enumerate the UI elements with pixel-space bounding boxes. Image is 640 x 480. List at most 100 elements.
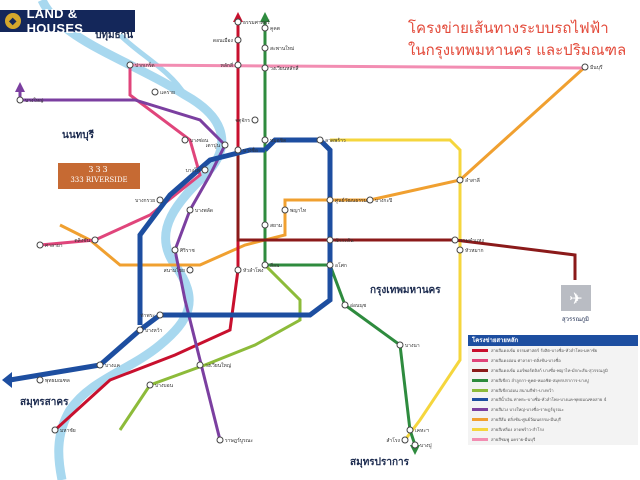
station-marker-silom[interactable] (261, 261, 269, 269)
legend-item: สายสีส้ม ตลิ่งชัน-ศูนย์วัฒนธรรม-มีนบุรี (468, 415, 638, 425)
station-label-bang-yai: บางใหญ่ (25, 97, 43, 104)
legend-swatch (472, 417, 488, 421)
station-label-bang-phlat: บางพลัด (195, 208, 213, 214)
legend-item: สายสีเหลือง ลาดพร้าว-สำโรง (468, 424, 638, 434)
station-marker-hua-lamphong[interactable] (234, 266, 242, 274)
station-marker-bang-kapi[interactable] (366, 196, 374, 204)
station-label-samrong: สำโรง (386, 437, 400, 444)
station-marker-bang-bon[interactable] (146, 381, 154, 389)
station-marker-lam-sali[interactable] (456, 176, 464, 184)
station-marker-phaya-thai[interactable] (281, 206, 289, 214)
station-marker-rat-burana[interactable] (216, 436, 224, 444)
legend-list: สายสีแดงเข้ม ธรรมศาสตร์ รังสิต-บางซื่อ-ห… (468, 346, 638, 444)
station-marker-don-mueang[interactable] (234, 36, 242, 44)
station-marker-makkasan[interactable] (326, 236, 334, 244)
chao-phraya-river (37, 0, 227, 480)
station-label-hua-mak: หัวหมาก (465, 248, 484, 254)
station-marker-asok[interactable] (326, 261, 334, 269)
station-marker-bang-son[interactable] (181, 136, 189, 144)
station-label-bang-pho: บางโพ (186, 167, 200, 174)
station-label-phutthamonthon: พุทธมณฑล (45, 378, 70, 384)
station-label-sanam-chai: สนามไชย (164, 267, 185, 274)
station-label-sirirat: ศิริราช (180, 247, 195, 254)
station-label-tao-poon: เตาปูน (206, 143, 221, 149)
station-marker-khu-khot[interactable] (261, 24, 269, 32)
blue-line-arrow (2, 372, 12, 388)
station-marker-tha-phra[interactable] (156, 311, 164, 319)
legend-swatch (472, 359, 488, 363)
map-title-line1: โครงข่ายเส้นทางระบบรถไฟฟ้า (408, 19, 609, 37)
airport-rail-link (236, 150, 577, 280)
brand-name: LAND & HOUSES (26, 6, 84, 36)
station-marker-phutthamonthon[interactable] (36, 376, 44, 384)
project-mark: 333 (88, 165, 110, 174)
station-marker-thammasat[interactable] (234, 18, 242, 26)
station-label-wongwian-yai: วงเวียนใหญ่ (205, 362, 231, 369)
station-marker-mo-chit[interactable] (261, 136, 269, 144)
station-marker-lak-si[interactable] (234, 61, 242, 69)
region-pathum-thani: ปทุมธานี (95, 30, 134, 41)
lh-logo-icon: ◆ (5, 13, 21, 29)
legend-panel: โครงข่ายสายหลัก สายสีแดงเข้ม ธรรมศาสตร์ … (468, 335, 638, 445)
station-marker-siam[interactable] (261, 221, 269, 229)
station-label-pak-kret: ปากเกร็ด (135, 61, 155, 69)
purple-line-arrow (15, 82, 25, 92)
station-layer (16, 18, 589, 449)
station-marker-saphan-mai[interactable] (261, 44, 269, 52)
station-marker-chatuchak[interactable] (251, 116, 259, 124)
station-marker-taling-chan[interactable] (91, 236, 99, 244)
station-marker-wongwian-yai[interactable] (196, 361, 204, 369)
station-marker-bang-khae[interactable] (96, 361, 104, 369)
station-marker-bang-phlat[interactable] (186, 206, 194, 214)
legend-item: สายสีเขียวอ่อน สนามกีฬา-บางหว้า (468, 385, 638, 395)
station-marker-khae-rai[interactable] (151, 88, 159, 96)
legend-item: สายสีชมพู แคราย-มีนบุรี (468, 434, 638, 444)
station-marker-bang-pho[interactable] (201, 166, 209, 174)
station-marker-hua-mak[interactable] (456, 246, 464, 254)
station-marker-salaya[interactable] (36, 241, 44, 249)
station-marker-tao-poon[interactable] (221, 141, 229, 149)
legend-swatch (472, 388, 488, 392)
station-marker-lat-phrao[interactable] (316, 136, 324, 144)
station-label-mahachai: มหาชัย (60, 428, 76, 434)
station-marker-bang-kruai[interactable] (156, 196, 164, 204)
station-marker-sirirat[interactable] (171, 246, 179, 254)
station-marker-samrong[interactable] (401, 436, 409, 444)
station-marker-ramkhamhaeng[interactable] (451, 236, 459, 244)
legend-item: สายสีน้ำเงิน ท่าพระ-บางซื่อ-หัวลำโพง-บาง… (468, 395, 638, 405)
station-marker-sanam-chai[interactable] (186, 266, 194, 274)
green-line-arrow-south (410, 445, 420, 455)
legend-item: สายสีแดงอ่อน ศาลายา-ตลิ่งชัน-บางซื่อ (468, 356, 638, 366)
station-marker-bang-sue[interactable] (234, 146, 242, 154)
station-marker-bang-yai[interactable] (16, 96, 24, 104)
green-line-arrow (260, 12, 270, 22)
region-samut-sakhon: สมุทรสาคร (20, 397, 69, 408)
station-marker-bang-pu[interactable] (411, 441, 419, 449)
station-marker-bang-wa[interactable] (136, 326, 144, 334)
station-marker-thai-cultural[interactable] (326, 196, 334, 204)
legend-label: สายสีเหลือง ลาดพร้าว-สำโรง (491, 426, 544, 432)
station-label-bang-kruai: บางกรวย (135, 198, 155, 204)
map-title-line2: ในกรุงเทพมหานคร และปริมณฑล (408, 41, 627, 59)
station-marker-bang-na[interactable] (396, 341, 404, 349)
project-marker-333-riverside[interactable]: 333 333 RIVERSIDE (58, 163, 140, 189)
station-label-on-nut: อ่อนนุช (350, 303, 367, 309)
station-label-phaya-thai: พญาไท (290, 207, 306, 214)
station-marker-mahachai[interactable] (51, 426, 59, 434)
station-label-taling-chan: ตลิ่งชัน (74, 237, 90, 244)
yellow-line (330, 138, 462, 441)
airplane-icon: ✈ (561, 285, 591, 311)
station-label-salaya: ศาลายา (45, 243, 63, 249)
station-label-bang-wa: บางหว้า (145, 327, 163, 334)
legend-item: สายสีแดงเข้ม แอร์พอร์ตลิงก์ บางซื่อ-พญาไ… (468, 366, 638, 376)
station-label-makkasan: มักกะสัน (335, 238, 354, 244)
station-label-ramkhamhaeng: รามคำแหง (460, 238, 484, 244)
station-marker-on-nut[interactable] (341, 301, 349, 309)
station-label-don-mueang: ดอนเมือง (213, 37, 234, 44)
station-marker-min-buri[interactable] (581, 63, 589, 71)
station-marker-wat-phra-sri[interactable] (261, 64, 269, 72)
station-marker-pak-kret[interactable] (126, 61, 134, 69)
station-marker-kheha[interactable] (406, 426, 414, 434)
legend-item: สายสีม่วง บางใหญ่-บางซื่อ-ราษฎร์บูรณะ (468, 405, 638, 415)
